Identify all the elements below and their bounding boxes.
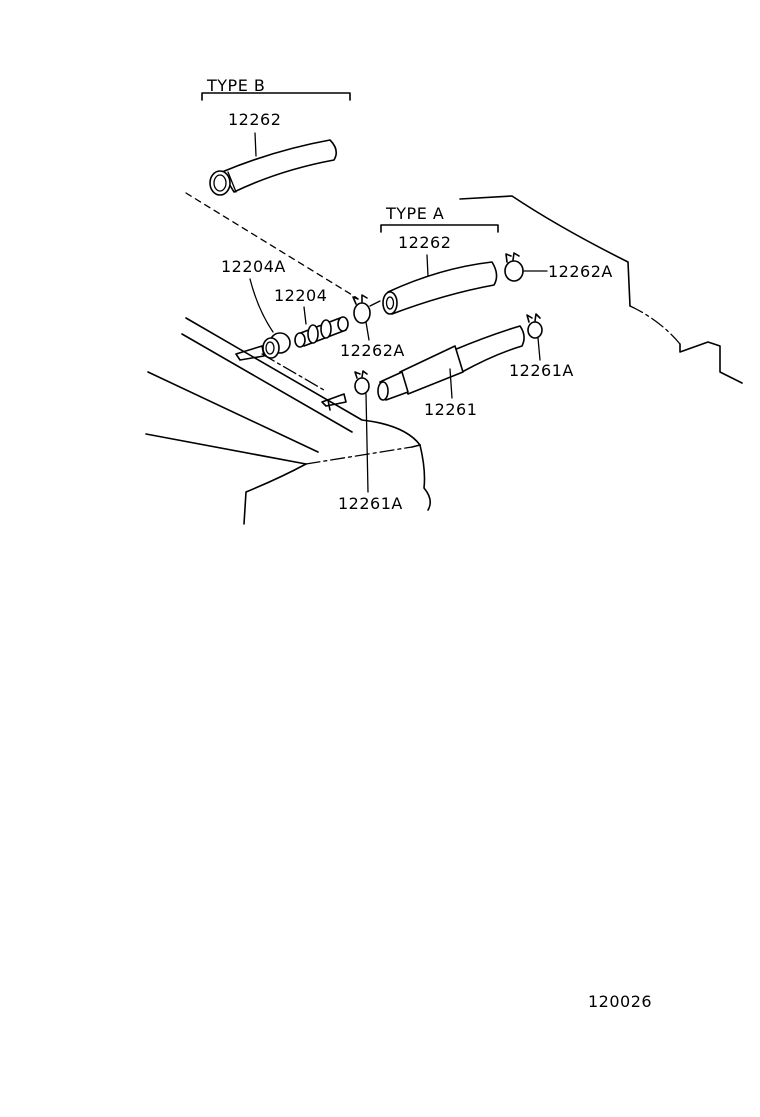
figure-number: 120026 xyxy=(588,992,652,1011)
label-12204: 12204 xyxy=(274,286,327,305)
label-12262a-left: 12262A xyxy=(340,341,405,360)
label-12261a-bottom: 12261A xyxy=(338,494,403,513)
grommet-12204a xyxy=(262,332,291,359)
pcv-valve-12204 xyxy=(294,316,349,348)
clamp-12261a-bottom xyxy=(354,370,370,395)
hose-12262-type-b xyxy=(209,139,338,196)
clamp-12262a-left xyxy=(352,294,371,324)
label-12261: 12261 xyxy=(424,400,477,419)
label-12204a: 12204A xyxy=(221,257,286,276)
clamp-12261a-right xyxy=(526,313,543,339)
leader-12204 xyxy=(303,306,307,325)
type-b-title: TYPE B xyxy=(206,76,265,95)
engine-block-outline xyxy=(145,317,432,525)
type-b-bracket xyxy=(201,92,351,101)
type-a-title: TYPE A xyxy=(385,204,444,223)
dashed-link-type-b xyxy=(185,192,358,299)
label-12261a-right: 12261A xyxy=(509,361,574,380)
leader-12262-type-b xyxy=(254,132,257,157)
hose-12261 xyxy=(377,325,525,401)
leader-12261a-bottom xyxy=(365,393,369,493)
label-12262a-right: 12262A xyxy=(548,262,613,281)
intake-outline xyxy=(459,195,743,384)
leader-12204a xyxy=(249,278,274,333)
label-12262-type-a: 12262 xyxy=(398,233,451,252)
leader-12262a-left xyxy=(365,321,370,341)
type-a-bracket xyxy=(380,224,499,233)
leader-12261 xyxy=(449,368,453,399)
leader-12261a-right xyxy=(537,337,541,361)
label-12262-type-b: 12262 xyxy=(228,110,281,129)
clamp-12262a-right xyxy=(504,252,524,282)
clamp-link-12262a xyxy=(369,300,381,307)
leader-12262-type-a xyxy=(426,254,429,277)
hose-12262-type-a xyxy=(382,261,498,315)
